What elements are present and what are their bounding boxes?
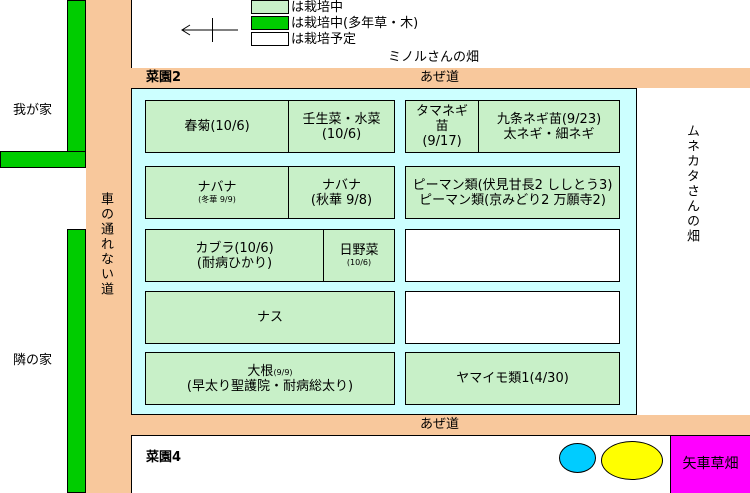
plot-shungiku-label: 春菊(10/6) bbox=[184, 119, 250, 134]
plot-mibuna-line1: 壬生菜・水菜 bbox=[302, 111, 381, 127]
plot-daikon[interactable]: 大根(9/9) (早太り聖護院・耐病総太り) bbox=[145, 352, 395, 405]
plot-tamanegi-line3: (9/17) bbox=[422, 134, 462, 149]
my-house-label: 我が家 bbox=[13, 103, 53, 118]
my-house-hedge-horizontal bbox=[0, 151, 86, 168]
legend-swatch-planned bbox=[251, 32, 289, 46]
my-house-hedge-vertical bbox=[67, 0, 86, 168]
neighbor-right-label: ムネカタさんの畑 bbox=[684, 124, 699, 244]
plot-shungiku[interactable]: 春菊(10/6) bbox=[145, 100, 289, 153]
plot-kujo-line1: 九条ネギ苗(9/23) bbox=[496, 111, 602, 127]
plot-tamanegi[interactable]: タマネギ 苗 (9/17) bbox=[405, 100, 479, 153]
yaguruma-label: 矢車草畑 bbox=[682, 456, 739, 472]
plot-daikon-line1: 大根(9/9) bbox=[247, 364, 292, 379]
plot-piman[interactable]: ピーマン類(伏見甘長2 ししとう3) ピーマン類(京みどり2 万願寺2) bbox=[405, 166, 620, 219]
plot-nasu-label: ナス bbox=[256, 310, 283, 325]
plot-yamaimo-label: ヤマイモ類1(4/30) bbox=[456, 371, 569, 386]
plot-empty-1[interactable] bbox=[405, 229, 620, 282]
plot-daikon-line2: (早太り聖護院・耐病総太り) bbox=[186, 378, 354, 394]
plot-tamanegi-line2: 苗 bbox=[435, 119, 449, 134]
aze-top-label: あぜ道 bbox=[420, 70, 460, 85]
plot-nabana-akika[interactable]: ナバナ (秋華 9/8) bbox=[288, 166, 395, 219]
plot-mibuna-line2: (10/6) bbox=[321, 126, 362, 142]
plot-hinona-line1: 日野菜 bbox=[339, 243, 379, 258]
plot-daikon-line1-main: 大根 bbox=[247, 363, 274, 379]
garden2-label: 菜園2 bbox=[146, 70, 182, 85]
cyan-circle bbox=[559, 443, 596, 473]
legend-label-cultivating: は栽培中 bbox=[291, 0, 344, 15]
plot-piman-line2: ピーマン類(京みどり2 万願寺2) bbox=[419, 192, 606, 208]
bottom-road bbox=[131, 415, 750, 435]
yellow-circle bbox=[601, 441, 663, 480]
aze-bottom-label: あぜ道 bbox=[420, 417, 460, 432]
neighbor-top-label: ミノルさんの畑 bbox=[388, 50, 480, 65]
legend-label-perennial: は栽培中(多年草・木) bbox=[291, 16, 419, 31]
yaguruma-field: 矢車草畑 bbox=[670, 435, 750, 493]
neighbor-house-label: 隣の家 bbox=[13, 353, 53, 368]
plot-hinona-line2: (10/6) bbox=[346, 258, 372, 267]
arrow-left-icon bbox=[181, 24, 238, 36]
plot-nabana2-line1: ナバナ bbox=[321, 177, 361, 193]
plot-nabana1-line1: ナバナ bbox=[197, 180, 237, 195]
plot-nabana1-line2: (冬華 9/9) bbox=[198, 195, 236, 204]
top-road bbox=[131, 68, 750, 88]
neighbor-house-hedge bbox=[67, 229, 86, 493]
plot-kabura-line2: (耐病ひかり) bbox=[196, 255, 273, 271]
plot-yamaimo[interactable]: ヤマイモ類1(4/30) bbox=[405, 352, 620, 405]
arrow-tick bbox=[212, 18, 213, 42]
legend-label-planned: は栽培予定 bbox=[291, 32, 357, 47]
neighbor-right-field bbox=[637, 88, 750, 415]
plot-daikon-line1-small: (9/9) bbox=[273, 367, 293, 377]
plot-nasu[interactable]: ナス bbox=[145, 291, 395, 344]
plot-kabura-line1: カブラ(10/6) bbox=[195, 240, 274, 256]
legend-swatch-perennial bbox=[251, 16, 289, 30]
garden4-label: 菜園4 bbox=[146, 450, 182, 465]
plot-nabana-fuyuka[interactable]: ナバナ (冬華 9/9) bbox=[145, 166, 289, 219]
plot-mibuna[interactable]: 壬生菜・水菜 (10/6) bbox=[288, 100, 395, 153]
plot-nabana2-line2: (秋華 9/8) bbox=[310, 192, 373, 208]
plot-tamanegi-line1: タマネギ bbox=[415, 104, 468, 119]
plot-kabura[interactable]: カブラ(10/6) (耐病ひかり) bbox=[145, 229, 324, 282]
plot-piman-line1: ピーマン類(伏見甘長2 ししとう3) bbox=[412, 177, 613, 193]
car-road-label: 車の通れない道 bbox=[98, 192, 113, 297]
plot-kujo-line2: 太ネギ・細ネギ bbox=[503, 126, 595, 142]
legend-swatch-cultivating bbox=[251, 0, 289, 14]
top-field-boundary bbox=[131, 0, 132, 68]
car-road bbox=[86, 0, 131, 493]
plot-kujo-negi[interactable]: 九条ネギ苗(9/23) 太ネギ・細ネギ bbox=[478, 100, 620, 153]
plot-empty-2[interactable] bbox=[405, 291, 620, 344]
plot-hinona[interactable]: 日野菜 (10/6) bbox=[323, 229, 395, 282]
